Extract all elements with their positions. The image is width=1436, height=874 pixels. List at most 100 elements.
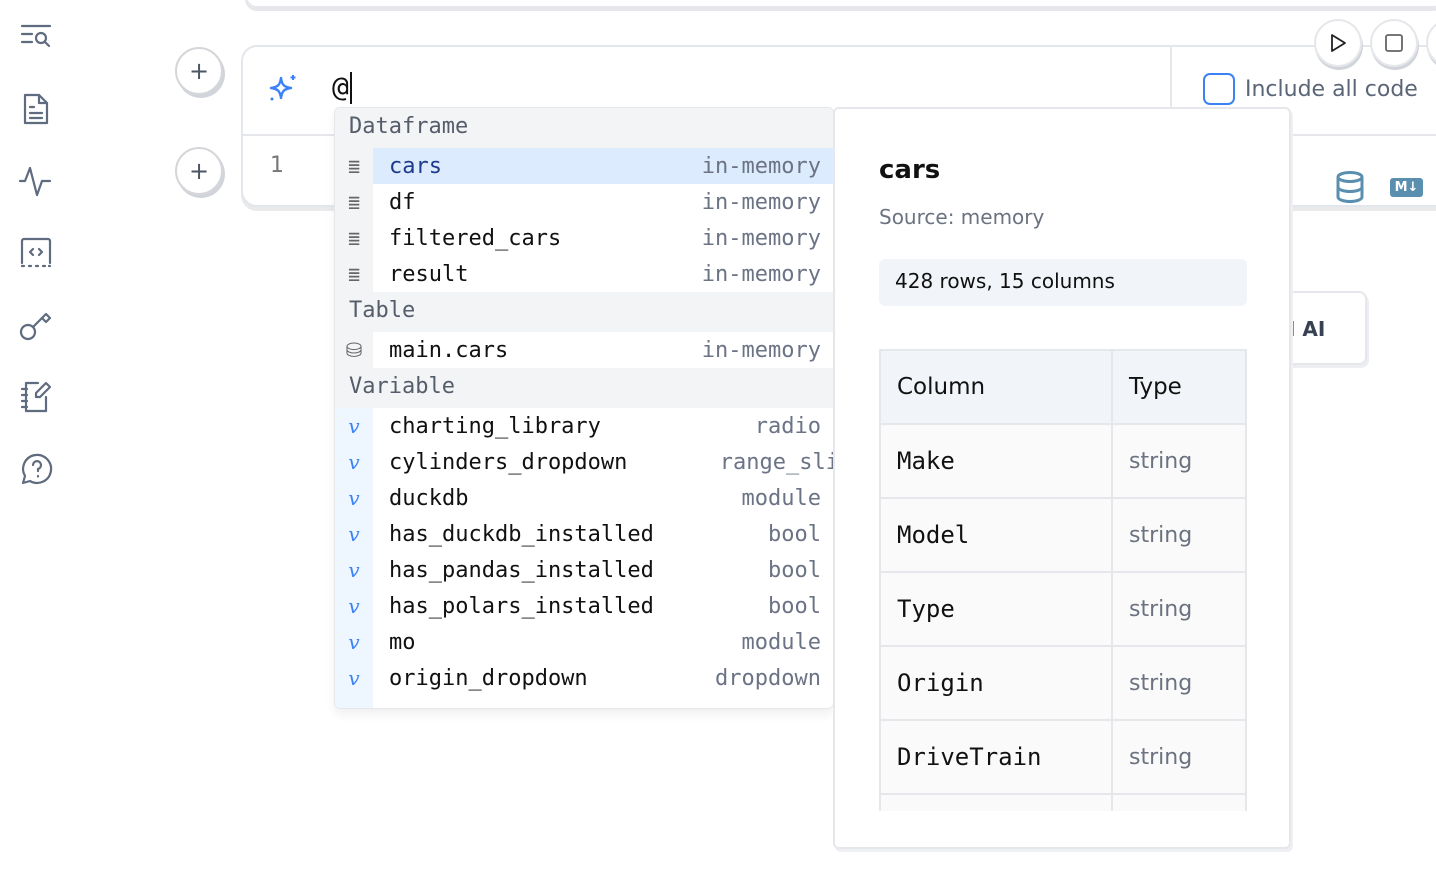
item-name: origin_dropdown (389, 665, 588, 691)
column-type: string (1111, 571, 1247, 647)
key-icon[interactable] (16, 305, 56, 345)
details-panel: cars Source: memory 428 rows, 15 columns… (833, 107, 1291, 849)
column-name: DriveTrain (879, 719, 1113, 795)
variable-icon (335, 696, 373, 708)
section-header-dataframe: Dataframe (335, 108, 833, 148)
dataframe-icon: ≣ (335, 184, 373, 220)
item-type: bool (768, 593, 821, 619)
item-type: in-memory (701, 153, 821, 179)
item-name: filtered_cars (389, 225, 562, 251)
code-block-icon[interactable] (16, 233, 56, 273)
sidebar (0, 0, 72, 874)
help-chat-icon[interactable] (16, 449, 56, 489)
column-type: string (1111, 423, 1247, 499)
list-item[interactable]: ≣ cars in-memory (335, 148, 833, 184)
file-text-icon[interactable] (16, 89, 56, 129)
ai-button-label: I AI (1288, 317, 1326, 341)
section-header-table: Table (335, 292, 833, 332)
dataframe-icon: ≣ (335, 256, 373, 292)
include-all-code-checkbox[interactable]: Include all code (1203, 73, 1418, 105)
column-type: string (1111, 497, 1247, 573)
ai-prompt-input[interactable]: @ (332, 70, 352, 104)
prompt-text: @ (332, 70, 349, 103)
notebook-pen-icon[interactable] (16, 377, 56, 417)
database-icon[interactable] (1334, 170, 1366, 204)
column-name (879, 793, 1113, 811)
item-name: df (389, 189, 416, 215)
variable-icon: v (335, 624, 373, 660)
column-header: Column (879, 349, 1113, 425)
item-name: main.cars (389, 337, 509, 363)
markdown-icon[interactable]: M↓ (1390, 178, 1423, 197)
item-type: dropdown (715, 665, 821, 691)
list-item[interactable]: ≣ df in-memory (335, 184, 833, 220)
details-stats: 428 rows, 15 columns (879, 259, 1247, 306)
item-type: bool (768, 557, 821, 583)
variable-icon: v (335, 660, 373, 696)
variable-icon: v (335, 444, 373, 480)
variable-icon: v (335, 588, 373, 624)
add-cell-button[interactable]: + (175, 47, 223, 95)
item-name: duckdb (389, 485, 469, 511)
variable-icon: v (335, 480, 373, 516)
checkbox[interactable] (1203, 73, 1235, 105)
previous-cell (245, 0, 1436, 8)
item-name: has_pandas_installed (389, 557, 654, 583)
list-item[interactable]: ≣ result in-memory (335, 256, 833, 292)
variable-icon: v (335, 516, 373, 552)
stop-icon (1385, 34, 1403, 52)
column-name: Origin (879, 645, 1113, 721)
item-type: in-memory (701, 261, 821, 287)
list-item-partial[interactable] (335, 696, 833, 708)
play-icon (1331, 34, 1346, 52)
item-name: charting_library (389, 413, 601, 439)
item-name: mo (389, 629, 416, 655)
item-name: has_polars_installed (389, 593, 654, 619)
item-type: module (741, 485, 821, 511)
column-type: string (1111, 719, 1247, 795)
column-name: Make (879, 423, 1113, 499)
line-number: 1 (270, 153, 284, 178)
item-name: result (389, 261, 469, 287)
item-type: bool (768, 521, 821, 547)
list-item[interactable]: v has_duckdb_installed bool (335, 516, 833, 552)
item-type: radio (754, 413, 821, 439)
add-cell-button[interactable]: + (175, 147, 223, 195)
item-name: cars (389, 153, 442, 179)
list-item[interactable]: v has_polars_installed bool (335, 588, 833, 624)
activity-icon[interactable] (16, 161, 56, 201)
list-item[interactable]: v origin_dropdown dropdown (335, 660, 833, 696)
variable-icon: v (335, 408, 373, 444)
item-type: in-memory (701, 337, 821, 363)
table-row (879, 793, 1247, 811)
column-type (1111, 793, 1247, 811)
sparkle-icon (269, 75, 296, 101)
dataframe-icon: ≣ (335, 220, 373, 256)
autocomplete-dropdown: Dataframe ≣ cars in-memory ≣ df in-memory ≣ f… (334, 107, 834, 709)
include-all-code-label: Include all code (1245, 76, 1418, 102)
list-item[interactable]: ⛁ main.cars in-memory (335, 332, 833, 368)
item-name: has_duckdb_installed (389, 521, 654, 547)
section-header-variable: Variable (335, 368, 833, 408)
item-name: cylinders_dropdown (389, 449, 628, 475)
item-type: in-memory (701, 189, 821, 215)
dataframe-icon: ≣ (335, 148, 373, 184)
list-item[interactable]: v charting_library radio (335, 408, 833, 444)
database-icon: ⛁ (335, 332, 373, 368)
search-list-icon[interactable] (16, 18, 56, 58)
stop-button[interactable] (1370, 19, 1418, 67)
run-button[interactable] (1314, 19, 1362, 67)
details-source: Source: memory (879, 205, 1045, 229)
column-type: string (1111, 645, 1247, 721)
